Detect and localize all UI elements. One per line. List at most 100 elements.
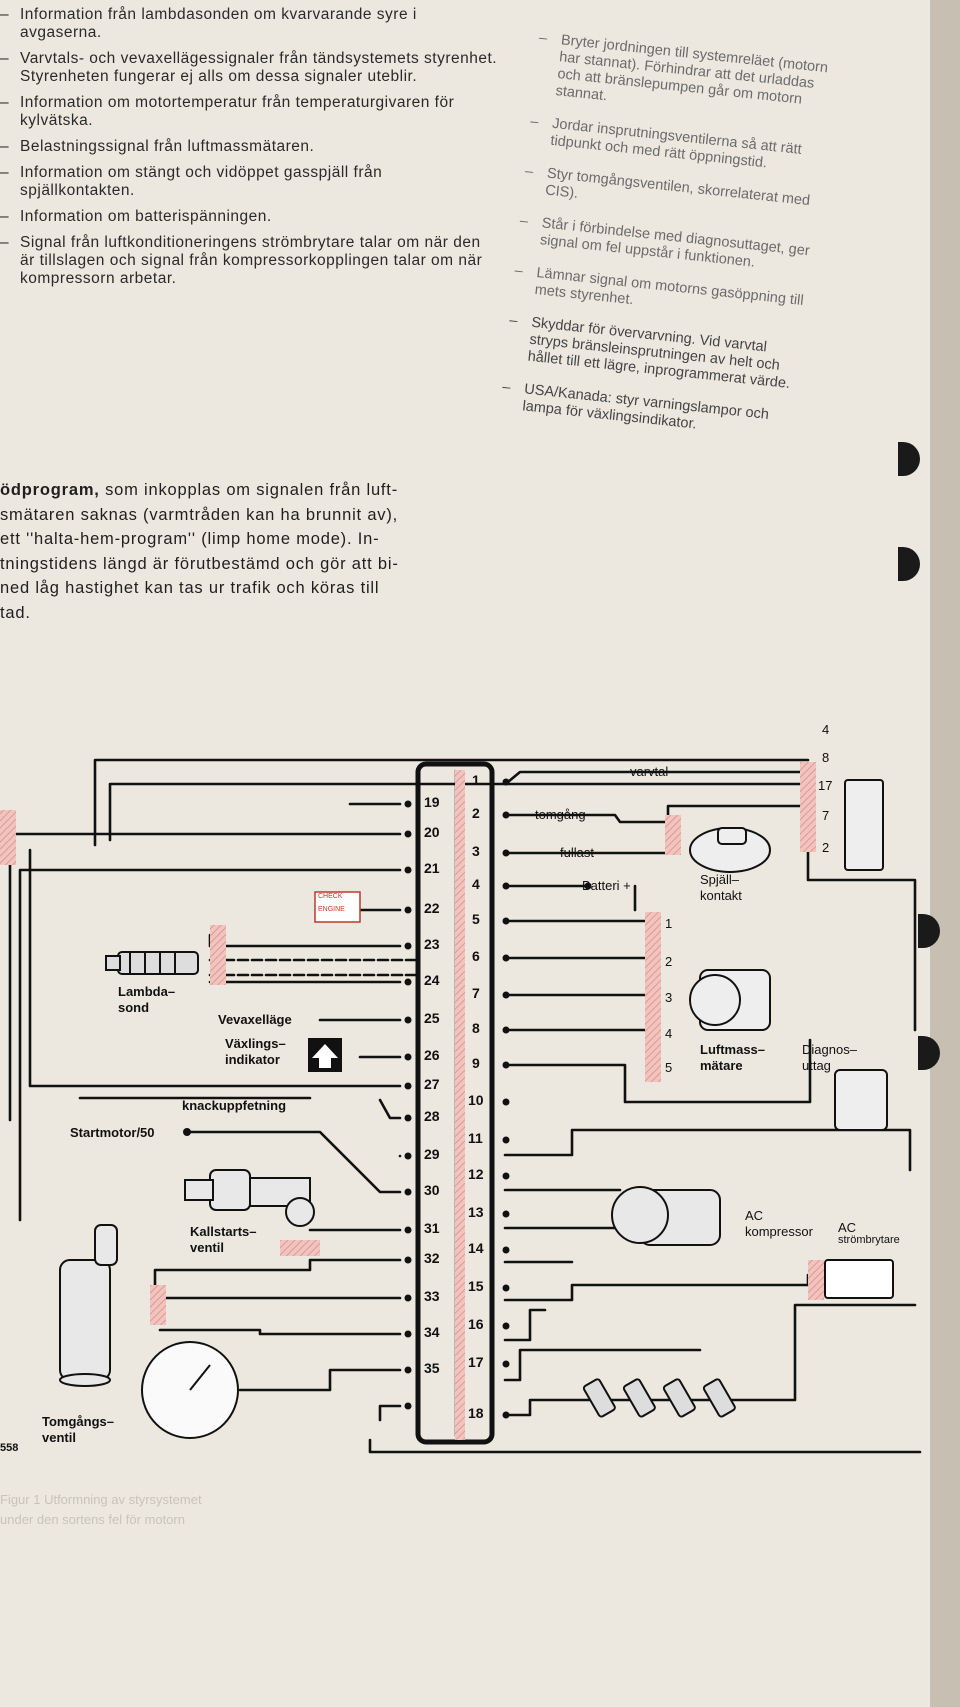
list-item: –Information om stängt och vidöppet gass… [0, 164, 383, 199]
label-vevaxel: Vevaxelläge [218, 1012, 292, 1027]
binder-hole [898, 442, 920, 476]
paragraph-line: ned låg hastighet kan tas ur trafik och … [0, 579, 380, 597]
check-engine-icon [314, 891, 361, 923]
label-kallstart-ventil: ventil [190, 1240, 224, 1255]
label-ac-switch: AC [838, 1220, 857, 1235]
terminal-number: 4 [822, 722, 830, 737]
label-matare: mätare [700, 1058, 743, 1073]
pin-label: 35 [424, 1360, 440, 1376]
pin-label: 10 [468, 1092, 484, 1108]
pin-label: 8 [472, 1020, 480, 1036]
list-item: –Information om batterispänningen. [0, 208, 272, 225]
footer-line: under den sortens fel för motorn [0, 1512, 185, 1527]
relay-box-icon [844, 779, 884, 871]
paragraph-line: smätaren saknas (varmtråden kan ha brunn… [0, 505, 399, 524]
binder-hole [918, 914, 940, 948]
pin-label: 26 [424, 1047, 440, 1063]
binder-hole [918, 1036, 940, 1070]
paragraph-line: ödprogram, som inkopplas om signalen frå… [0, 481, 398, 499]
pin-label: 5 [472, 911, 480, 927]
list-item: –Varvtals- och vevaxellägessignaler från… [0, 50, 498, 85]
label-ac: AC [745, 1208, 764, 1223]
label-luftmass: Luftmass– [700, 1042, 766, 1057]
list-item: –Skyddar för övervarvning. Vid varvtal s… [508, 312, 791, 393]
pin-label: 22 [424, 900, 440, 916]
pin-label: 11 [468, 1130, 483, 1146]
sensor-terminal: 1 [665, 916, 673, 931]
pin-label: 7 [472, 985, 480, 1001]
pin-label: 1 [472, 772, 480, 788]
terminal-number: 8 [822, 750, 830, 765]
pin-label: 34 [424, 1324, 440, 1340]
pin-label: 15 [468, 1278, 484, 1294]
label-ac-kompressor: kompressor [745, 1224, 813, 1239]
sensor-terminal: 4 [665, 1026, 673, 1041]
air-mass-meter-icon [689, 969, 771, 1031]
shift-indicator-icon [308, 1038, 342, 1072]
paragraph-line: ett ''halta-hem-program'' (limp home mod… [0, 530, 380, 548]
label-fullast: fullast [560, 845, 594, 860]
right-text-list: –Bryter jordningen till systemreläet (mo… [498, 30, 838, 460]
paragraph-line: tningstidens längd är förutbestämd och g… [0, 554, 399, 573]
pin-label: 28 [424, 1108, 440, 1124]
label-uttag: uttag [802, 1058, 831, 1073]
pin-label: 24 [424, 972, 440, 988]
bleedthrough-text: Figur 1 Utformning av styrsystemet under… [0, 1490, 500, 1530]
label-kontakt: kontakt [700, 888, 742, 903]
ac-switch-icon [824, 1259, 894, 1299]
pin-label: 18 [468, 1405, 484, 1421]
diagnostic-socket-icon [834, 1069, 888, 1131]
binder-hole [898, 547, 920, 581]
label-diagnos: Diagnos– [802, 1042, 857, 1057]
label-lambda: Lambda– [118, 984, 176, 999]
label-tomgangs-ventil: ventil [42, 1430, 76, 1445]
sensor-terminal: 5 [665, 1060, 673, 1075]
label-sond: sond [118, 1000, 150, 1015]
label-varvtal: varvtal [630, 764, 669, 779]
pin-label: 12 [468, 1166, 484, 1182]
limp-home-paragraph: ödprogram, som inkopplas om signalen frå… [0, 478, 490, 625]
page-edge [930, 0, 960, 1707]
pin-label: 13 [468, 1204, 484, 1220]
pin-label: 19 [424, 794, 440, 810]
pin-label: 20 [424, 824, 440, 840]
pin-label: 3 [472, 843, 480, 859]
sensor-terminal: 3 [665, 990, 673, 1005]
wiring-diagram: 19 20 21 22 23 24 25 26 27 28 29 30 31 3… [0, 700, 930, 1480]
label-stromsbrytare: strömbrytare [838, 1234, 900, 1246]
label-batteri: Batteri + [582, 878, 631, 893]
idle-valve-icon [59, 1224, 118, 1387]
label-indikator: indikator [225, 1052, 280, 1067]
check-engine-text: ENGINE [318, 906, 345, 913]
label-spjall: Spjäll– [700, 872, 740, 887]
check-engine-text: CHECK [318, 893, 343, 900]
pin-label: 4 [472, 876, 480, 892]
cold-start-valve-icon [184, 1169, 315, 1227]
list-item: –Information från lambdasonden om kvarva… [0, 6, 417, 41]
pin-label: 17 [468, 1354, 484, 1370]
speedometer-icon [141, 1341, 239, 1439]
list-item: –Belastningssignal från luftmassmätaren. [0, 138, 315, 155]
wiring-diagram-svg [0, 758, 922, 1454]
terminal-number: 17 [818, 778, 833, 793]
figure-number: 558 [0, 1442, 19, 1454]
terminal-number: 7 [822, 808, 830, 823]
lambda-sensor-icon [105, 951, 199, 975]
pin-label: 30 [424, 1182, 440, 1198]
ac-compressor-icon [611, 1186, 721, 1246]
pin-label: 29 [424, 1146, 440, 1162]
pin-label: 14 [468, 1240, 484, 1256]
pin-label: 6 [472, 948, 480, 964]
pin-label: 25 [424, 1010, 440, 1026]
list-item: –Signal från luftkonditioneringens ström… [0, 234, 483, 287]
list-item: –Information om motortemperatur från tem… [0, 94, 455, 129]
sensor-terminal: 2 [665, 954, 673, 969]
pin-label: 27 [424, 1076, 440, 1092]
paragraph-line: tad. [0, 603, 31, 622]
pin-label: 33 [424, 1288, 440, 1304]
pin-label: 23 [424, 936, 440, 952]
injectors-icon [582, 1378, 736, 1418]
pin-label: 16 [468, 1316, 484, 1332]
label-tomgangs: Tomgångs– [42, 1414, 114, 1429]
wire [93, 758, 810, 847]
